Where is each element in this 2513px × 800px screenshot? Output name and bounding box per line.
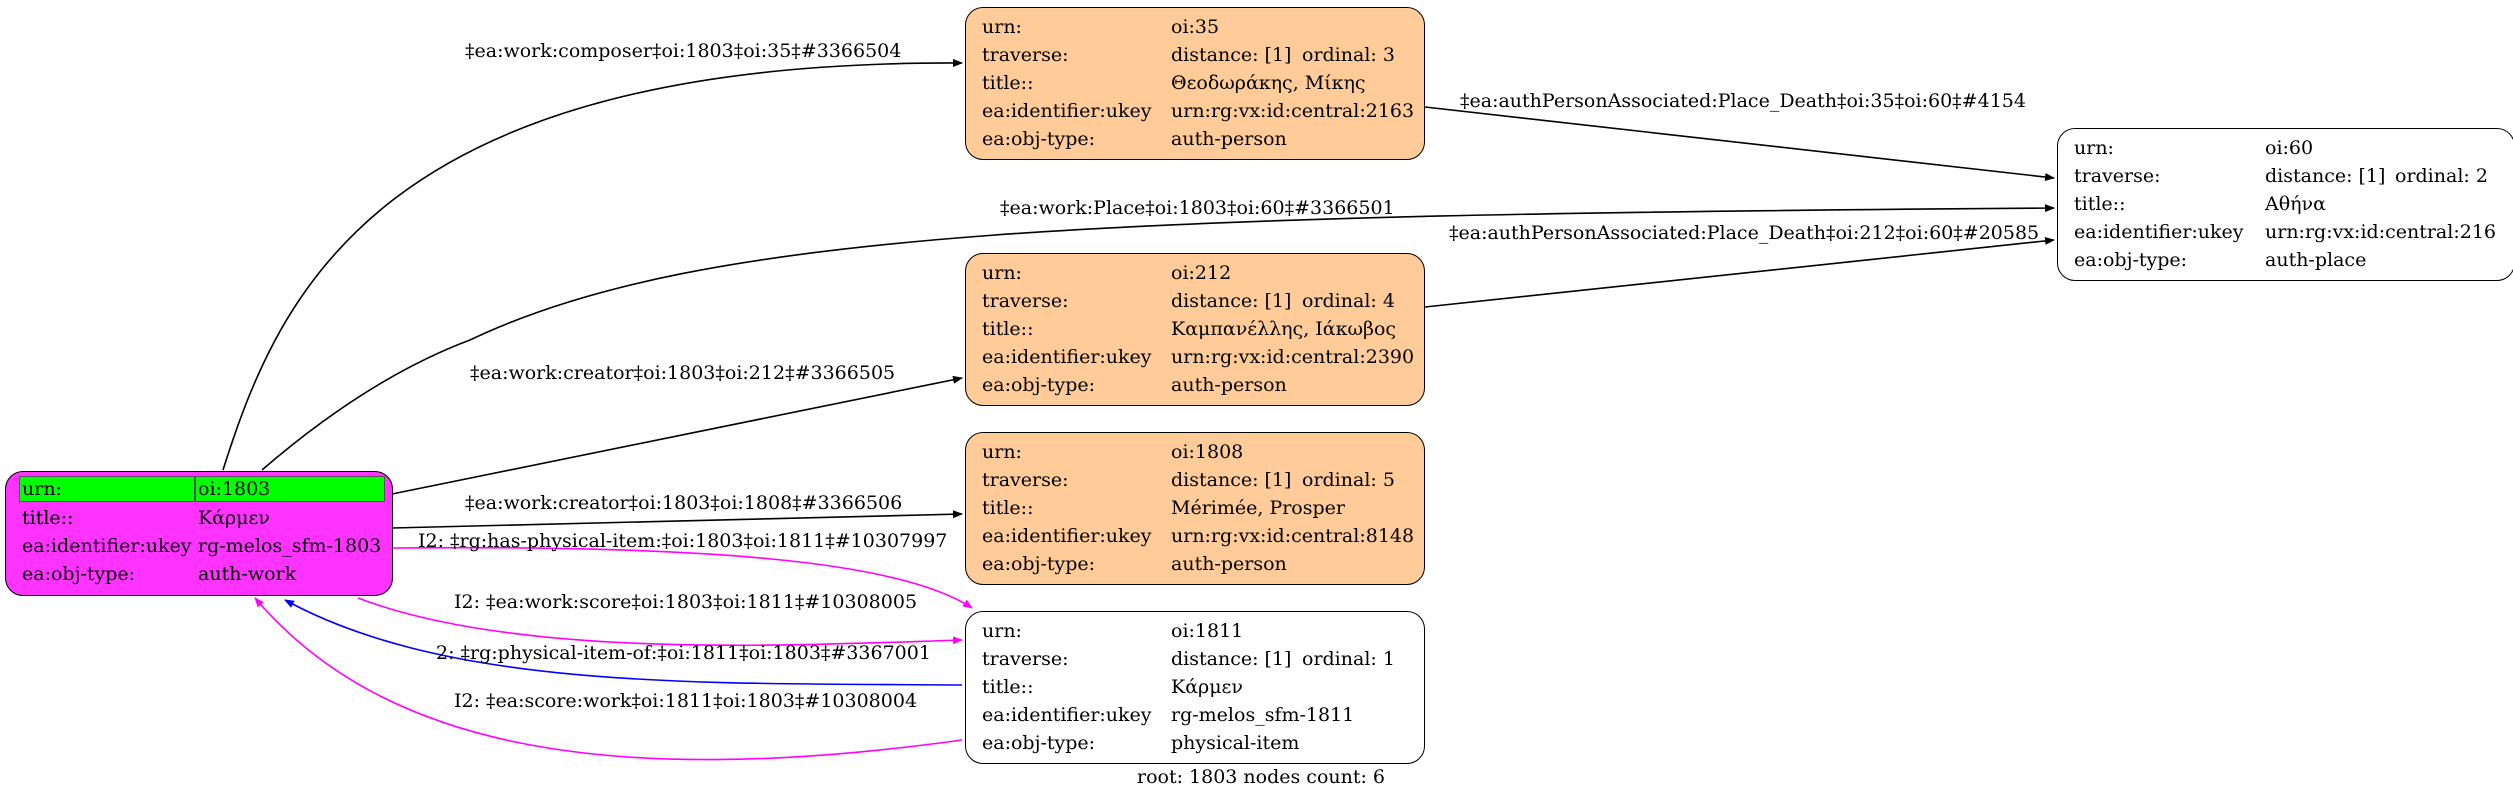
node-oi-1811[interactable]: urn: oi:1811 traverse: distance: [1] ordina… bbox=[965, 611, 1425, 764]
edge-death-212 bbox=[1424, 236, 2055, 308]
urn-value: oi:35 bbox=[1171, 16, 1220, 38]
obj-type-value: physical-item bbox=[1171, 732, 1300, 754]
title-value: Κάρμεν bbox=[198, 507, 270, 529]
ukey-value: urn:rg:vx:id:central:216 bbox=[2265, 221, 2497, 243]
ordinal-value: ordinal: 1 bbox=[1302, 648, 1395, 670]
title-key: title:: bbox=[982, 497, 1034, 519]
ordinal-value: ordinal: 5 bbox=[1302, 469, 1395, 491]
node-oi-1808[interactable]: urn: oi:1808 traverse: distance: [1] ordina… bbox=[965, 432, 1425, 585]
urn-key: urn: bbox=[982, 262, 1022, 284]
obj-type-value: auth-person bbox=[1171, 128, 1287, 150]
obj-type-key: ea:obj-type: bbox=[2074, 249, 2188, 271]
node-oi-35[interactable]: urn: oi:35 traverse: distance: [1] ordinal:… bbox=[965, 7, 1425, 160]
ukey-key: ea:identifier:ukey bbox=[982, 525, 1152, 547]
distance-value: distance: [1] bbox=[2265, 165, 2386, 187]
distance-value: distance: [1] bbox=[1171, 290, 1292, 312]
urn-key: urn: bbox=[982, 620, 1022, 642]
ukey-key: ea:identifier:ukey bbox=[982, 346, 1152, 368]
edge-creator-1808 bbox=[391, 510, 963, 529]
urn-value: oi:1808 bbox=[1171, 441, 1244, 463]
urn-value: oi:212 bbox=[1171, 262, 1232, 284]
ukey-value: urn:rg:vx:id:central:8148 bbox=[1171, 525, 1415, 547]
title-key: title:: bbox=[22, 507, 74, 529]
obj-type-key: ea:obj-type: bbox=[982, 553, 1096, 575]
edge-score-work bbox=[254, 597, 963, 761]
title-value: Κάρμεν bbox=[1171, 676, 1243, 698]
edge-label-creator-212: ‡ea:work:creator‡oi:1803‡oi:212‡#3366505 bbox=[470, 362, 896, 384]
obj-type-key: ea:obj-type: bbox=[982, 374, 1096, 396]
distance-value: distance: [1] bbox=[1171, 648, 1292, 670]
title-value: Αθήνα bbox=[2265, 193, 2326, 215]
edge-label-score-work: I2: ‡ea:score:work‡oi:1811‡oi:1803‡#1030… bbox=[454, 690, 918, 712]
urn-key: urn: bbox=[982, 441, 1022, 463]
edge-label-place: ‡ea:work:Place‡oi:1803‡oi:60‡#3366501 bbox=[1000, 197, 1395, 219]
ukey-value: rg-melos_sfm-1811 bbox=[1171, 704, 1355, 726]
traverse-key: traverse: bbox=[982, 648, 1069, 670]
ukey-value: urn:rg:vx:id:central:2390 bbox=[1171, 346, 1415, 368]
title-value: Mérimée, Prosper bbox=[1171, 497, 1345, 519]
urn-key: urn: bbox=[982, 16, 1022, 38]
ukey-key: ea:identifier:ukey bbox=[22, 535, 192, 557]
urn-value: oi:1803 bbox=[198, 478, 271, 500]
ukey-value: rg-melos_sfm-1803 bbox=[198, 535, 382, 557]
urn-key: urn: bbox=[2074, 137, 2114, 159]
title-key: title:: bbox=[982, 318, 1034, 340]
obj-type-key: ea:obj-type: bbox=[22, 563, 136, 585]
ukey-key: ea:identifier:ukey bbox=[982, 100, 1152, 122]
edge-label-has-physical-item: I2: ‡rg:has-physical-item:‡oi:1803‡oi:18… bbox=[418, 530, 948, 552]
traverse-key: traverse: bbox=[982, 290, 1069, 312]
edge-label-score: I2: ‡ea:work:score‡oi:1803‡oi:1811‡#1030… bbox=[454, 591, 918, 613]
obj-type-value: auth-person bbox=[1171, 553, 1287, 575]
ukey-value: urn:rg:vx:id:central:2163 bbox=[1171, 100, 1415, 122]
ordinal-value: ordinal: 3 bbox=[1302, 44, 1395, 66]
obj-type-value: auth-person bbox=[1171, 374, 1287, 396]
edge-label-death-35: ‡ea:authPersonAssociated:Place_Death‡oi:… bbox=[1460, 90, 2026, 112]
edge-creator-212 bbox=[391, 375, 963, 495]
graph-footer: root: 1803 nodes count: 6 bbox=[1137, 766, 1386, 788]
title-key: title:: bbox=[982, 676, 1034, 698]
urn-value: oi:1811 bbox=[1171, 620, 1244, 642]
node-oi-60[interactable]: urn: oi:60 traverse: distance: [1] ordinal:… bbox=[2057, 128, 2513, 281]
edge-physical-item-of bbox=[284, 599, 963, 686]
edge-label-physical-item-of: 2: ‡rg:physical-item-of:‡oi:1811‡oi:1803… bbox=[436, 642, 931, 664]
distance-value: distance: [1] bbox=[1171, 44, 1292, 66]
title-key: title:: bbox=[2074, 193, 2126, 215]
edge-score bbox=[357, 597, 963, 647]
edge-place bbox=[261, 204, 2055, 471]
ukey-key: ea:identifier:ukey bbox=[982, 704, 1152, 726]
distance-value: distance: [1] bbox=[1171, 469, 1292, 491]
node-oi-1803-root[interactable]: urn: oi:1803 title::Κάρμεν ea:identifier:… bbox=[5, 471, 393, 596]
traverse-key: traverse: bbox=[982, 44, 1069, 66]
urn-value-highlight bbox=[195, 476, 385, 502]
urn-key-highlight bbox=[19, 476, 195, 502]
urn-key: urn: bbox=[22, 478, 62, 500]
traverse-key: traverse: bbox=[2074, 165, 2161, 187]
edge-label-composer: ‡ea:work:composer‡oi:1803‡oi:35‡#3366504 bbox=[465, 40, 902, 62]
traverse-key: traverse: bbox=[982, 469, 1069, 491]
obj-type-value: auth-place bbox=[2265, 249, 2367, 271]
ordinal-value: ordinal: 4 bbox=[1302, 290, 1395, 312]
obj-type-key: ea:obj-type: bbox=[982, 732, 1096, 754]
urn-value: oi:60 bbox=[2265, 137, 2314, 159]
ordinal-value: ordinal: 2 bbox=[2395, 165, 2488, 187]
edge-composer bbox=[222, 58, 963, 471]
obj-type-key: ea:obj-type: bbox=[982, 128, 1096, 150]
title-value: Καμπανέλλης, Ιάκωβος bbox=[1171, 318, 1397, 340]
node-oi-212[interactable]: urn: oi:212 traverse: distance: [1] ordinal… bbox=[965, 253, 1425, 406]
ukey-key: ea:identifier:ukey bbox=[2074, 221, 2244, 243]
edge-has-physical-item bbox=[391, 546, 973, 609]
title-value: Θεοδωράκης, Μίκης bbox=[1171, 72, 1366, 94]
edge-label-death-212: ‡ea:authPersonAssociated:Place_Death‡oi:… bbox=[1449, 222, 2040, 244]
edge-label-creator-1808: ‡ea:work:creator‡oi:1803‡oi:1808‡#336650… bbox=[465, 492, 903, 514]
obj-type-value: auth-work bbox=[198, 563, 297, 585]
title-key: title:: bbox=[982, 72, 1034, 94]
edge-death-35 bbox=[1424, 106, 2055, 181]
